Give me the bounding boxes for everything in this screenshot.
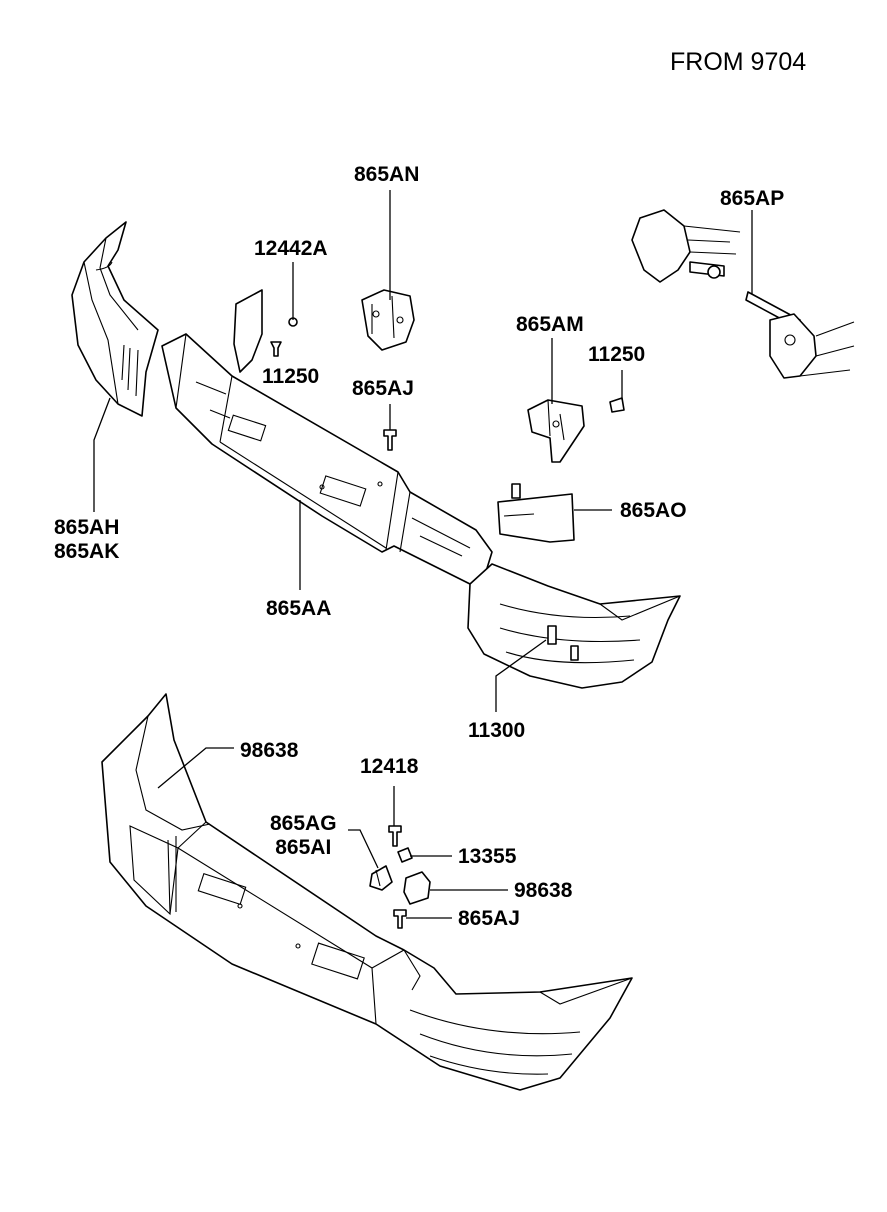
label-865AN: 865AN — [354, 163, 420, 186]
label-865AK: 865AK — [54, 539, 120, 563]
plate-865AO — [497, 483, 575, 543]
label-865AO: 865AO — [620, 499, 687, 522]
label-865AP: 865AP — [720, 187, 785, 210]
pad-98638 — [403, 871, 431, 905]
label-865AH-865AK: 865AH 865AK — [54, 516, 119, 563]
label-12442A: 12442A — [254, 237, 328, 260]
bolt-865AJ-lower — [393, 909, 407, 929]
bolt-865AJ-upper — [383, 429, 397, 451]
label-865AG-865AI: 865AG 865AI — [270, 812, 337, 859]
label-865AJ-upper: 865AJ — [352, 377, 414, 400]
label-865AJ-lower: 865AJ — [458, 907, 520, 930]
nut-13355 — [397, 847, 413, 863]
label-98638-left: 98638 — [240, 739, 299, 762]
end-cap — [467, 563, 681, 689]
clip-11250-left — [270, 341, 282, 357]
label-865AM: 865AM — [516, 313, 584, 336]
label-98638-right: 98638 — [514, 879, 573, 902]
bracket-865AM — [527, 399, 585, 463]
leader-lines — [93, 190, 753, 919]
bracket-865AN — [361, 289, 415, 351]
bumper-cover — [101, 693, 633, 1091]
label-11250-left: 11250 — [262, 365, 320, 388]
bracket-865AG — [369, 865, 393, 891]
tow-mount-865AP — [631, 209, 855, 379]
label-865AI: 865AI — [275, 835, 332, 859]
bolt-12418 — [388, 825, 402, 847]
plate-12442A — [233, 289, 298, 373]
label-11300: 11300 — [468, 719, 526, 742]
clip-11250-right — [609, 397, 625, 413]
label-865AA: 865AA — [266, 597, 332, 620]
label-865AG: 865AG — [270, 812, 337, 835]
bumper-beam — [161, 333, 493, 585]
label-12418: 12418 — [360, 755, 419, 778]
label-11250-right: 11250 — [588, 343, 646, 366]
left-end-bracket — [71, 221, 159, 417]
revision-note: FROM 9704 — [670, 48, 807, 76]
label-13355: 13355 — [458, 845, 517, 868]
label-865AH: 865AH — [54, 516, 120, 539]
